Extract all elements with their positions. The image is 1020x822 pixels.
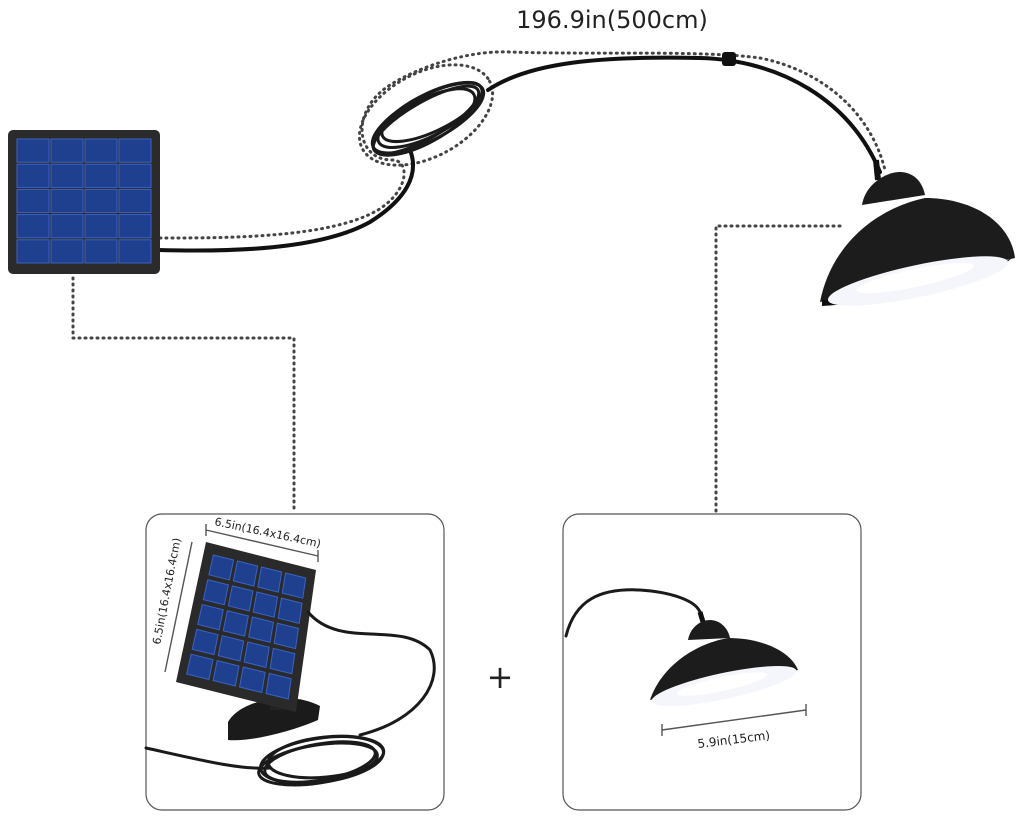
solar-panel-icon <box>8 130 160 274</box>
panel-width-dimension <box>205 529 319 557</box>
detail-solar-panel-icon <box>144 542 436 787</box>
lamp-diameter-dimension <box>661 709 807 731</box>
detail-solar-cell <box>208 554 235 581</box>
detail-solar-cell <box>265 672 292 700</box>
coiled-cable-icon <box>370 80 486 157</box>
lamp-callout-line <box>714 224 842 514</box>
detail-solar-cell <box>186 653 214 681</box>
solar-cell <box>16 239 50 264</box>
lamp-shade-icon <box>820 159 1015 306</box>
solar-cell <box>50 239 84 264</box>
solar-cell <box>118 163 152 188</box>
detail-solar-cell <box>217 635 245 662</box>
solar-cell <box>118 214 152 239</box>
detail-solar-cell <box>212 659 240 687</box>
solar-cell <box>84 188 118 214</box>
solar-cell <box>50 163 84 188</box>
detail-solar-cell <box>269 647 296 675</box>
detail-solar-cell <box>277 597 303 625</box>
detail-solar-cell <box>238 666 266 694</box>
main-cable-upper <box>486 55 882 174</box>
solar-cell <box>118 239 152 264</box>
detail-solar-cell <box>248 616 274 643</box>
detail-solar-cell <box>273 622 299 650</box>
detail-solar-cell <box>243 641 270 668</box>
solar-cell <box>16 214 50 239</box>
panel-callout-line <box>71 276 296 514</box>
detail-lamp-shade-icon <box>564 588 798 706</box>
cable-length-indicator <box>158 50 887 240</box>
solar-cell <box>118 138 152 163</box>
solar-cell <box>50 214 84 239</box>
plus-icon: + <box>487 658 514 696</box>
solar-cell <box>16 163 50 188</box>
cable-length-label: 196.9in(500cm) <box>516 6 708 34</box>
solar-cell <box>84 239 118 264</box>
solar-cell <box>16 188 50 214</box>
solar-cell <box>84 138 118 163</box>
detail-solar-cell <box>252 591 279 618</box>
detail-solar-cell <box>197 603 224 631</box>
solar-cell <box>118 188 152 214</box>
detail-solar-cell <box>281 572 307 599</box>
detail-solar-cell <box>257 566 283 593</box>
cable-connector <box>722 52 736 66</box>
solar-cell <box>84 214 118 239</box>
solar-cell <box>84 163 118 188</box>
panel-height-dimension <box>164 541 193 673</box>
solar-cell <box>50 138 84 163</box>
detail-solar-cell <box>232 560 259 587</box>
detail-solar-cell <box>227 585 254 612</box>
solar-cell <box>16 138 50 163</box>
detail-solar-cell <box>202 579 230 606</box>
solar-cell <box>50 188 84 214</box>
detail-solar-cell <box>191 628 219 656</box>
detail-solar-cell <box>222 610 249 637</box>
main-cable <box>156 148 416 253</box>
coil-indicator <box>357 63 495 167</box>
